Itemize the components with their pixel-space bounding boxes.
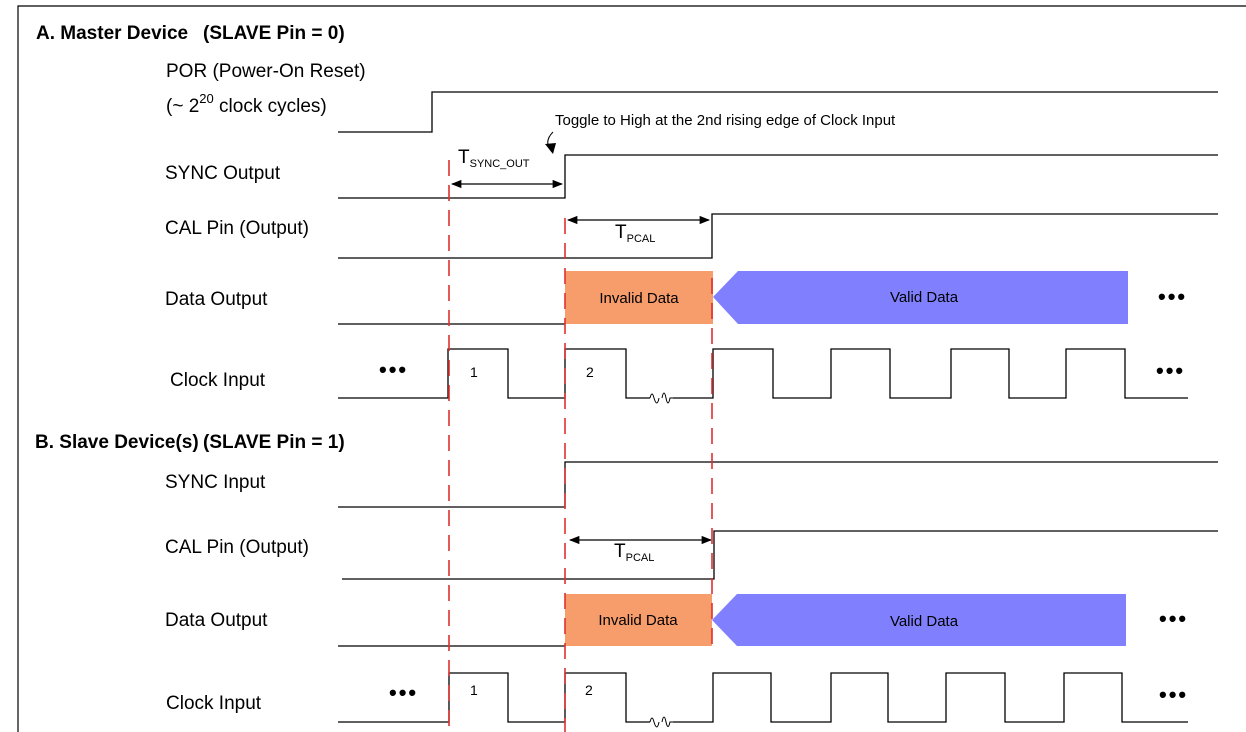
t-pcal-label-b: TPCAL xyxy=(614,541,654,564)
por-cycles-prefix: (~ 2 xyxy=(166,96,199,117)
invalid-data-box-a xyxy=(565,271,713,324)
clock-input-label-a: Clock Input xyxy=(170,370,266,391)
valid-data-label-a: Valid Data xyxy=(890,289,959,306)
toggle-annotation-arrowhead xyxy=(545,143,556,154)
sync-input-waveform xyxy=(338,461,1218,508)
sync-output-label: SYNC Output xyxy=(165,163,281,184)
clock-waveform-a xyxy=(338,348,1188,399)
section-a-title: A. Master Device xyxy=(36,23,188,44)
clock-cycle-2-a: 2 xyxy=(586,364,594,380)
section-b-title: B. Slave Device(s) xyxy=(35,432,199,453)
data-output-label-b: Data Output xyxy=(165,610,268,631)
clock-break-b xyxy=(649,716,673,728)
invalid-data-box-b xyxy=(565,594,712,646)
clock-break-a xyxy=(649,392,673,404)
t-sync-out-main: T xyxy=(458,147,470,168)
t-pcal-sub-b: PCAL xyxy=(626,552,655,564)
por-label: POR (Power-On Reset) xyxy=(166,61,366,82)
ellipsis-clock-left-a: ••• xyxy=(379,357,408,382)
diagram-frame xyxy=(17,5,1246,732)
invalid-data-label-a: Invalid Data xyxy=(599,290,679,307)
valid-data-shape-b xyxy=(712,594,1126,646)
data-output-label-a: Data Output xyxy=(165,289,268,310)
por-waveform xyxy=(338,91,1218,133)
t-pcal-main-a: T xyxy=(615,222,627,243)
t-sync-out-label: TSYNC_OUT xyxy=(458,147,530,170)
por-cycles-exponent: 20 xyxy=(199,91,213,106)
valid-data-shape-a xyxy=(713,271,1128,324)
ellipsis-data-a: ••• xyxy=(1158,284,1187,309)
ellipsis-clock-left-b: ••• xyxy=(389,680,418,705)
t-pcal-sub-a: PCAL xyxy=(627,233,656,245)
ellipsis-clock-right-b: ••• xyxy=(1159,682,1188,707)
toggle-annotation: Toggle to High at the 2nd rising edge of… xyxy=(555,112,896,129)
sync-input-label: SYNC Input xyxy=(165,472,266,493)
ellipsis-data-b: ••• xyxy=(1159,606,1188,631)
por-cycles-label: (~ 220 clock cycles) xyxy=(166,91,327,117)
clock-cycle-1-b: 1 xyxy=(470,682,478,698)
t-pcal-main-b: T xyxy=(614,541,626,562)
section-a-pin-label: (SLAVE Pin = 0) xyxy=(203,23,345,44)
cal-pin-waveform-b xyxy=(342,530,1218,580)
cal-pin-label-b: CAL Pin (Output) xyxy=(165,537,309,558)
cal-pin-label-a: CAL Pin (Output) xyxy=(165,218,309,239)
section-b-pin-label: (SLAVE Pin = 1) xyxy=(203,432,345,453)
ellipsis-clock-right-a: ••• xyxy=(1156,358,1185,383)
clock-input-label-b: Clock Input xyxy=(166,693,262,714)
sync-output-waveform xyxy=(338,154,1218,199)
clock-cycle-2-b: 2 xyxy=(585,682,593,698)
valid-data-label-b: Valid Data xyxy=(890,613,959,630)
t-sync-out-sub: SYNC_OUT xyxy=(470,158,530,170)
t-pcal-label-a: TPCAL xyxy=(615,222,655,245)
invalid-data-label-b: Invalid Data xyxy=(598,612,678,629)
por-cycles-suffix: clock cycles) xyxy=(214,96,327,117)
cal-pin-waveform-a xyxy=(338,213,1218,259)
clock-waveform-b xyxy=(338,672,1188,723)
clock-cycle-1-a: 1 xyxy=(470,364,478,380)
